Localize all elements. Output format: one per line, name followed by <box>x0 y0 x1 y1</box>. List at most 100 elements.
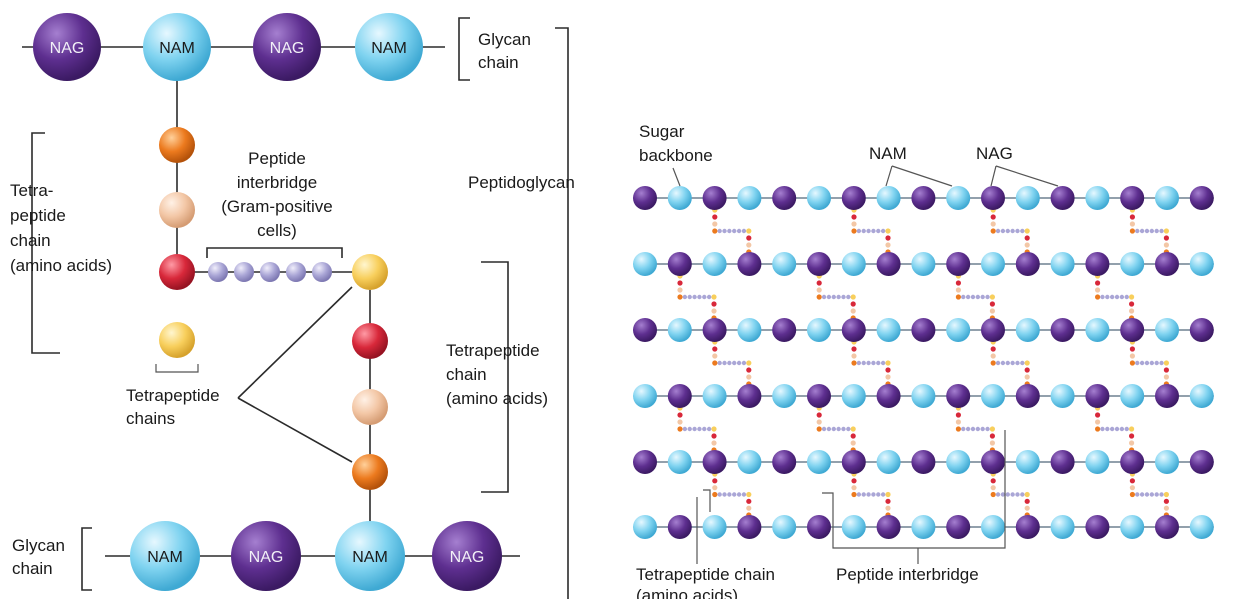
crosslink-residue <box>851 360 857 366</box>
crosslink-residue <box>989 294 996 300</box>
crosslink-bridge <box>1149 228 1155 234</box>
crosslink-residue <box>850 308 856 314</box>
crosslink-residue <box>1095 426 1101 432</box>
nag-sugar <box>633 450 657 474</box>
nam-sugar <box>633 515 657 539</box>
nam-sugar <box>981 515 1005 539</box>
crosslink-bridge <box>1119 426 1125 432</box>
crosslink-bridge <box>995 228 1001 234</box>
sugar-node: NAG <box>253 13 321 81</box>
crosslink-residue <box>711 433 717 439</box>
crosslink-bridge <box>1105 294 1110 300</box>
crosslink-bridge <box>1100 426 1105 432</box>
crosslink-residue <box>885 491 891 498</box>
crosslink-bridge <box>866 228 871 234</box>
nam-pointer-2 <box>891 165 953 187</box>
crosslink-residue <box>746 374 752 380</box>
nag-sugar <box>702 186 727 210</box>
sugar-label: NAM <box>352 549 388 566</box>
nag-sugar <box>946 252 971 276</box>
crosslink-bridge <box>1109 294 1115 300</box>
crosslink-bridge <box>1159 360 1164 366</box>
crosslink-bridge <box>741 360 747 366</box>
glycan-top-bracket <box>458 17 470 81</box>
crosslink-residue <box>850 294 856 300</box>
crosslink-residue <box>990 228 996 234</box>
nam-sugar <box>1120 252 1145 276</box>
nam-sugar <box>667 186 692 210</box>
sugar-label: NAG <box>270 40 305 57</box>
sugar-label: NAM <box>371 40 407 57</box>
nag-sugar <box>1189 186 1214 210</box>
crosslink-residue <box>990 353 996 359</box>
crosslink-bridge <box>727 492 732 497</box>
nag-sugar <box>1015 384 1040 408</box>
crosslink-bridge <box>687 294 692 300</box>
amino-acid-yellow <box>352 254 388 290</box>
crosslink-bridge <box>687 426 692 432</box>
crosslink-bridge <box>880 228 886 234</box>
crosslink-bridge <box>876 360 881 366</box>
crosslink-bridge <box>722 360 727 366</box>
crosslink-residue <box>885 367 891 373</box>
crosslink-residue <box>989 308 996 314</box>
nam-sugar <box>911 252 936 276</box>
crosslink-bridge <box>1105 426 1110 432</box>
crosslink-residue <box>1163 360 1169 366</box>
crosslink-bridge <box>1000 228 1006 234</box>
crosslink-residue <box>1163 505 1169 511</box>
nam-sugar <box>946 450 971 474</box>
nam-sugar <box>633 384 657 408</box>
nam-sugar <box>1015 450 1040 474</box>
crosslink-residue <box>712 228 718 234</box>
nam-sugar <box>876 186 901 210</box>
crosslink-bridge <box>727 360 732 366</box>
nam-sugar <box>737 318 762 342</box>
crosslink-bridge <box>692 426 697 432</box>
crosslink-bridge <box>1005 228 1010 234</box>
nag-sugar <box>911 318 936 342</box>
interbridge-label-1: Peptide <box>248 149 306 168</box>
crosslink-residue <box>711 308 717 314</box>
crosslink-residue <box>712 353 718 359</box>
nam-sugar <box>876 318 901 342</box>
crosslink-residue <box>1024 374 1030 380</box>
tetra-left-label-4: (amino acids) <box>10 256 112 275</box>
amino-acid <box>352 323 388 359</box>
interbridge-label-4: cells) <box>257 221 297 240</box>
crosslink-bridge <box>1109 426 1115 432</box>
crosslink-residue <box>850 301 856 307</box>
crosslink-residue <box>1095 280 1101 286</box>
crosslink-residue <box>712 214 718 220</box>
nag-sugar <box>1155 252 1179 276</box>
nag-sugar <box>1050 318 1075 342</box>
crosslink-residue <box>990 478 996 484</box>
nam-sugar <box>981 384 1005 408</box>
crosslink-residue <box>712 491 718 498</box>
bridge-residue <box>312 262 332 282</box>
amino-acid <box>352 454 388 490</box>
crosslink-residue <box>1129 301 1135 307</box>
nag-sugar <box>667 384 692 408</box>
sugar-label: NAM <box>147 549 183 566</box>
crosslink-residue <box>1129 221 1135 227</box>
crosslink-residue <box>1024 228 1030 234</box>
crosslink-bridge <box>1100 294 1105 300</box>
sugar-label: NAG <box>450 549 485 566</box>
nam-sugar <box>841 515 866 539</box>
crosslink-bridge <box>821 426 827 432</box>
crosslink-residue <box>851 346 857 352</box>
crosslink-bridge <box>1114 426 1120 432</box>
tetrapeptide-chains-label-2: chains <box>126 409 175 428</box>
crosslink-bridge <box>831 426 836 432</box>
crosslink-residue <box>1129 294 1135 300</box>
crosslink-bridge <box>970 294 976 300</box>
tetra-left-bracket <box>31 132 60 354</box>
nag-sugar <box>981 318 1005 342</box>
pointer-line-down <box>237 397 353 463</box>
crosslink-bridge <box>856 492 862 497</box>
nag-sugar <box>807 252 831 276</box>
crosslink-residue <box>677 419 683 425</box>
nam-label: NAM <box>869 144 907 163</box>
crosslink-bridge <box>965 426 971 432</box>
